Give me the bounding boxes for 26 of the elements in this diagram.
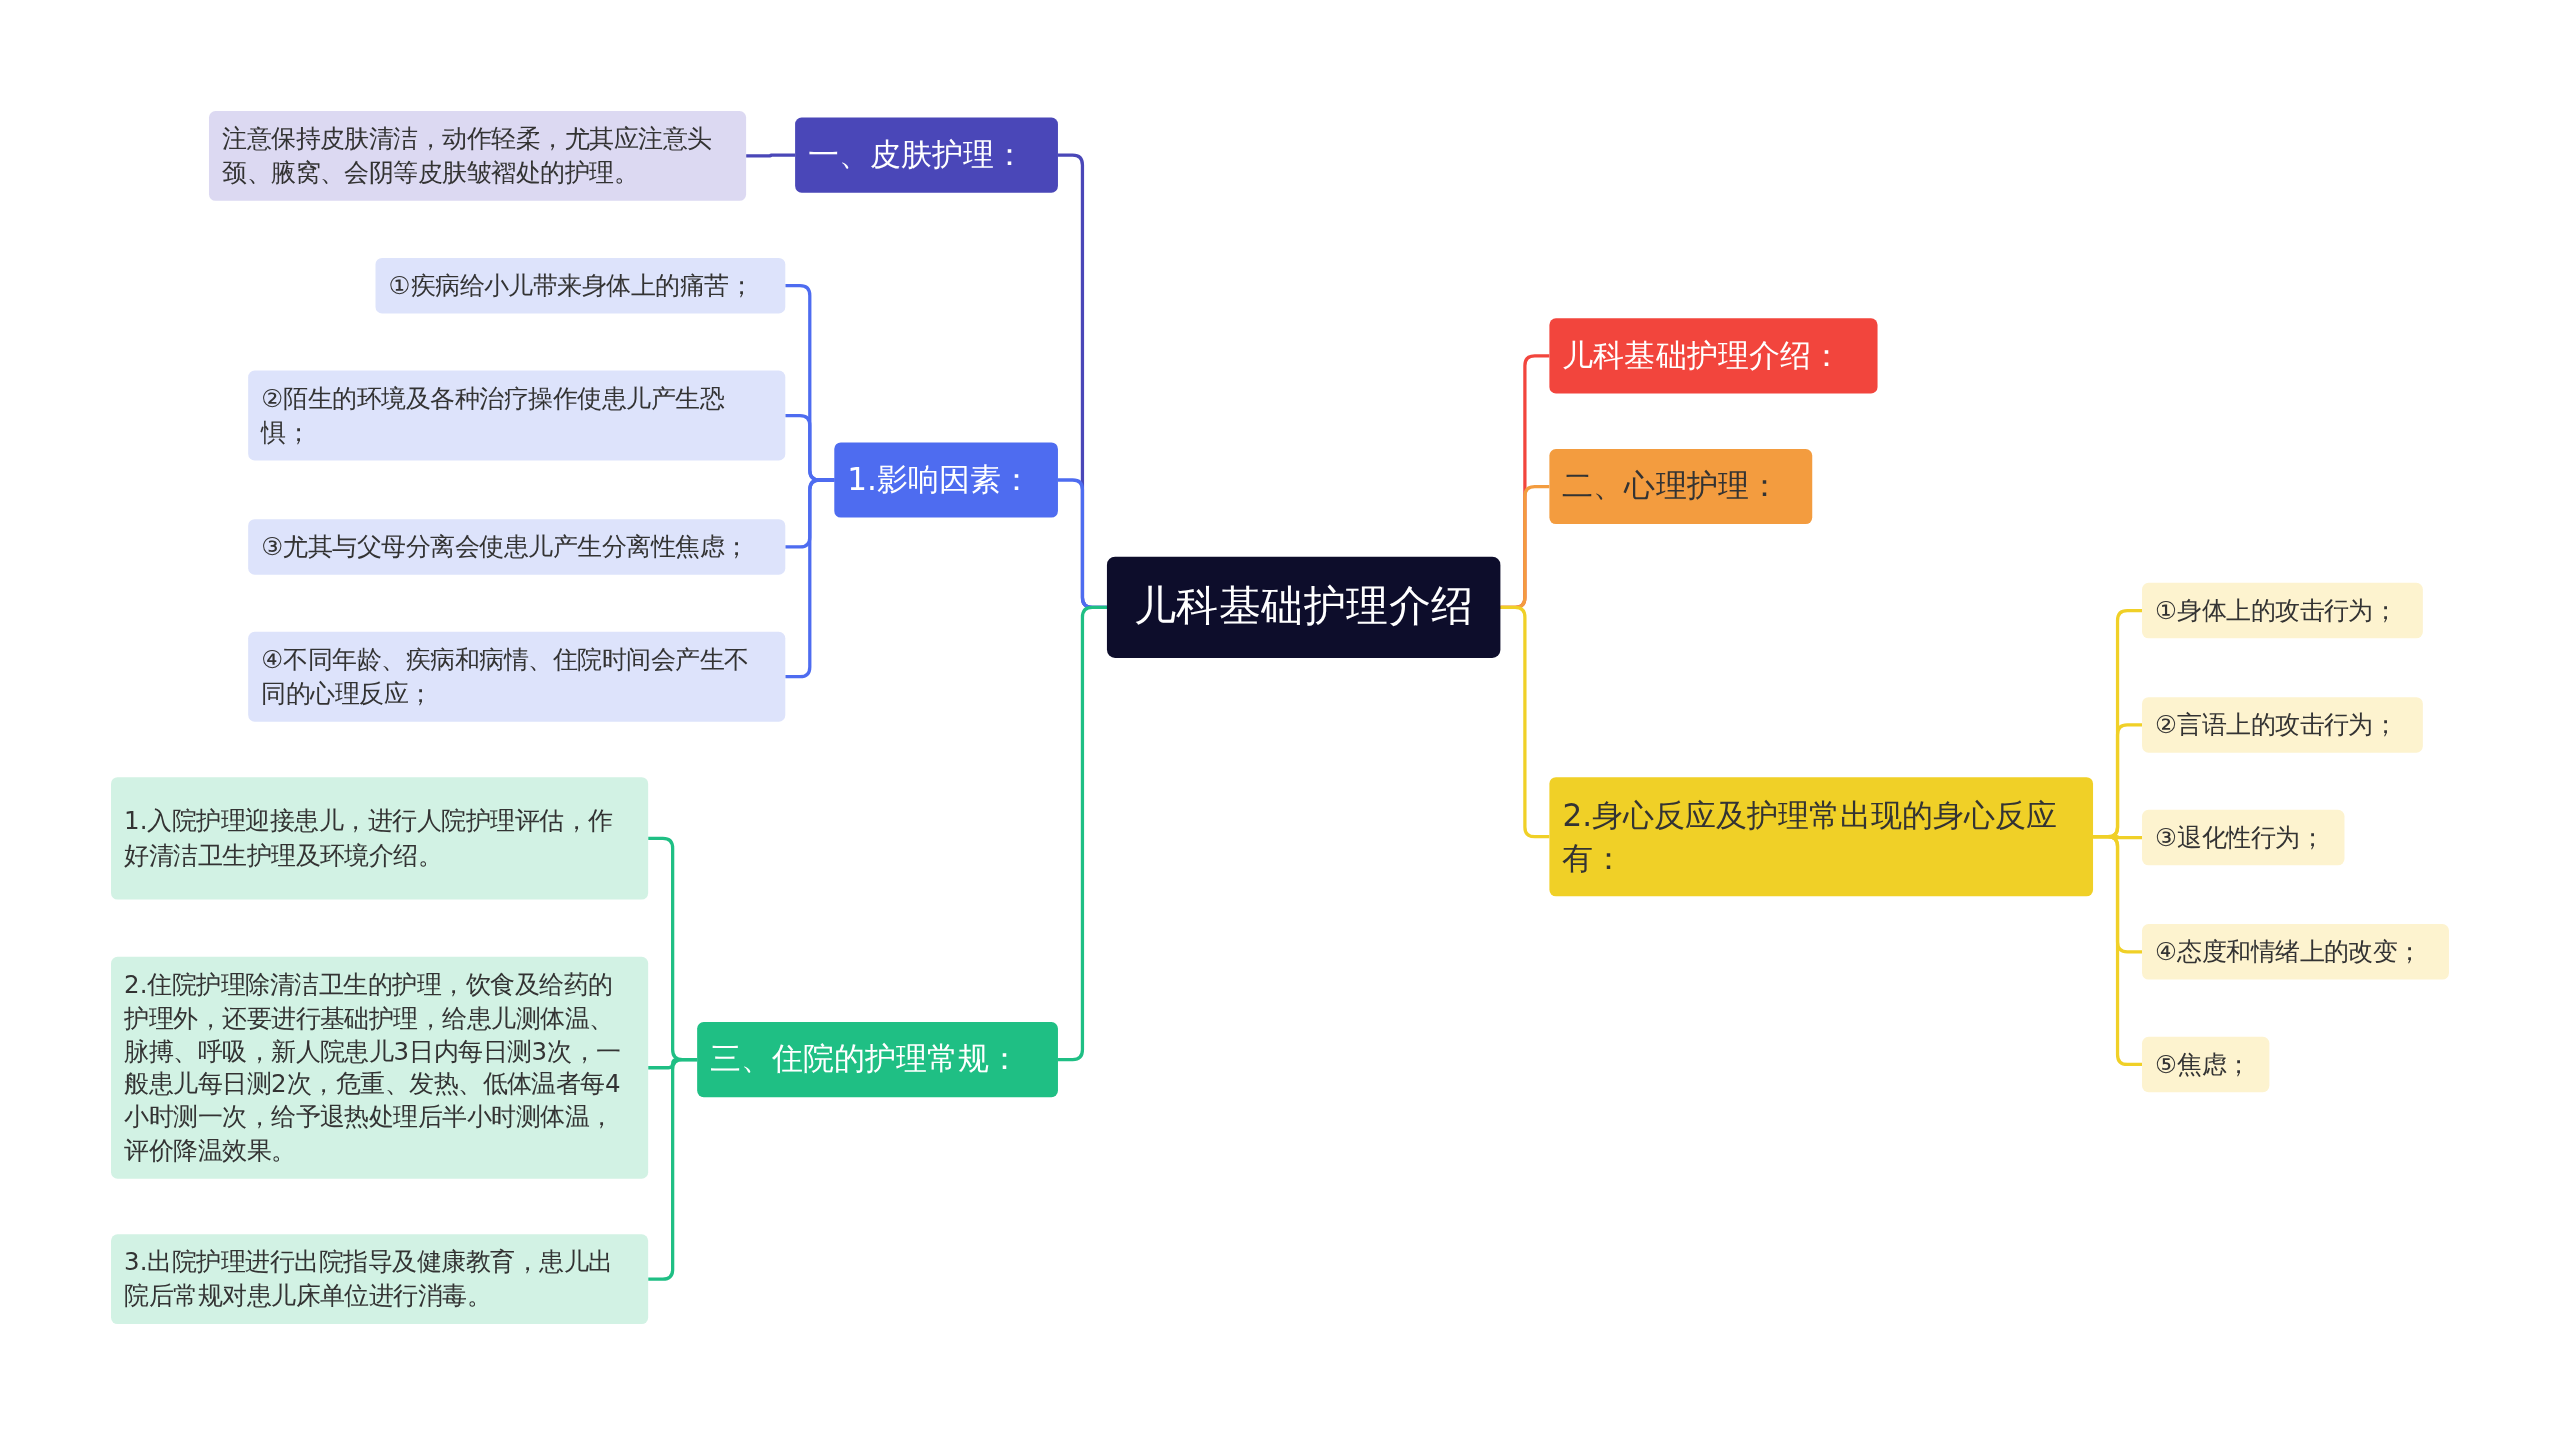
topic-box: 儿科基础护理介绍： bbox=[1549, 318, 1878, 394]
note-box: ⑤焦虑； bbox=[2142, 1036, 2270, 1093]
topic-box: 一、皮肤护理： bbox=[795, 117, 1058, 193]
note-box: ②陌生的环境及各种治疗操作使患儿产生恐惧； bbox=[248, 370, 786, 461]
note-box: ③尤其与父母分离会使患儿产生分离性焦虑； bbox=[248, 519, 786, 575]
note-box: 1.入院护理迎接患儿，进行人院护理评估，作好清洁卫生护理及环境介绍。 bbox=[111, 777, 649, 900]
topic-box: 1.影响因素： bbox=[834, 442, 1058, 518]
topic-box: 2.身心反应及护理常出现的身心反应有： bbox=[1549, 777, 2094, 897]
note-box: ①身体上的攻击行为； bbox=[2142, 582, 2423, 639]
connector-line bbox=[2093, 835, 2143, 1067]
topic-box: 二、心理护理： bbox=[1549, 449, 1813, 525]
note-box: 3.出院护理进行出院指导及健康教育，患儿出院后常规对患儿床单位进行消毒。 bbox=[111, 1234, 649, 1325]
note-box: ④态度和情绪上的改变； bbox=[2142, 924, 2449, 980]
central-topic-box: 儿科基础护理介绍 bbox=[1106, 556, 1501, 658]
note-box: ④不同年龄、疾病和病情、住院时间会产生不同的心理反应； bbox=[248, 631, 786, 722]
connector-line bbox=[785, 478, 835, 679]
note-box: 2.住院护理除清洁卫生的护理，饮食及给药的护理外，还要进行基础护理，给患儿测体温、脉搏、呼吸，新人院患儿3日内每日测3次，一般患儿每日测2次，危重、发热、低体温者每4小时测一次，给予退热处理后半小时测体温，评价降温效果。 bbox=[111, 956, 649, 1179]
connector-line bbox=[746, 153, 796, 158]
note-box: ③退化性行为； bbox=[2142, 809, 2345, 866]
note-box: ②言语上的攻击行为； bbox=[2142, 697, 2423, 753]
connector-line bbox=[1500, 605, 1550, 839]
note-box: 注意保持皮肤清洁，动作轻柔，尤其应注意头颈、腋窝、会阴等皮肤皱褶处的护理。 bbox=[209, 111, 747, 201]
topic-box: 三、住院的护理常规： bbox=[697, 1022, 1058, 1098]
note-box: ①疾病给小儿带来身体上的痛苦； bbox=[375, 257, 786, 314]
connector-line bbox=[648, 1057, 698, 1281]
connector-line bbox=[1057, 605, 1107, 1062]
